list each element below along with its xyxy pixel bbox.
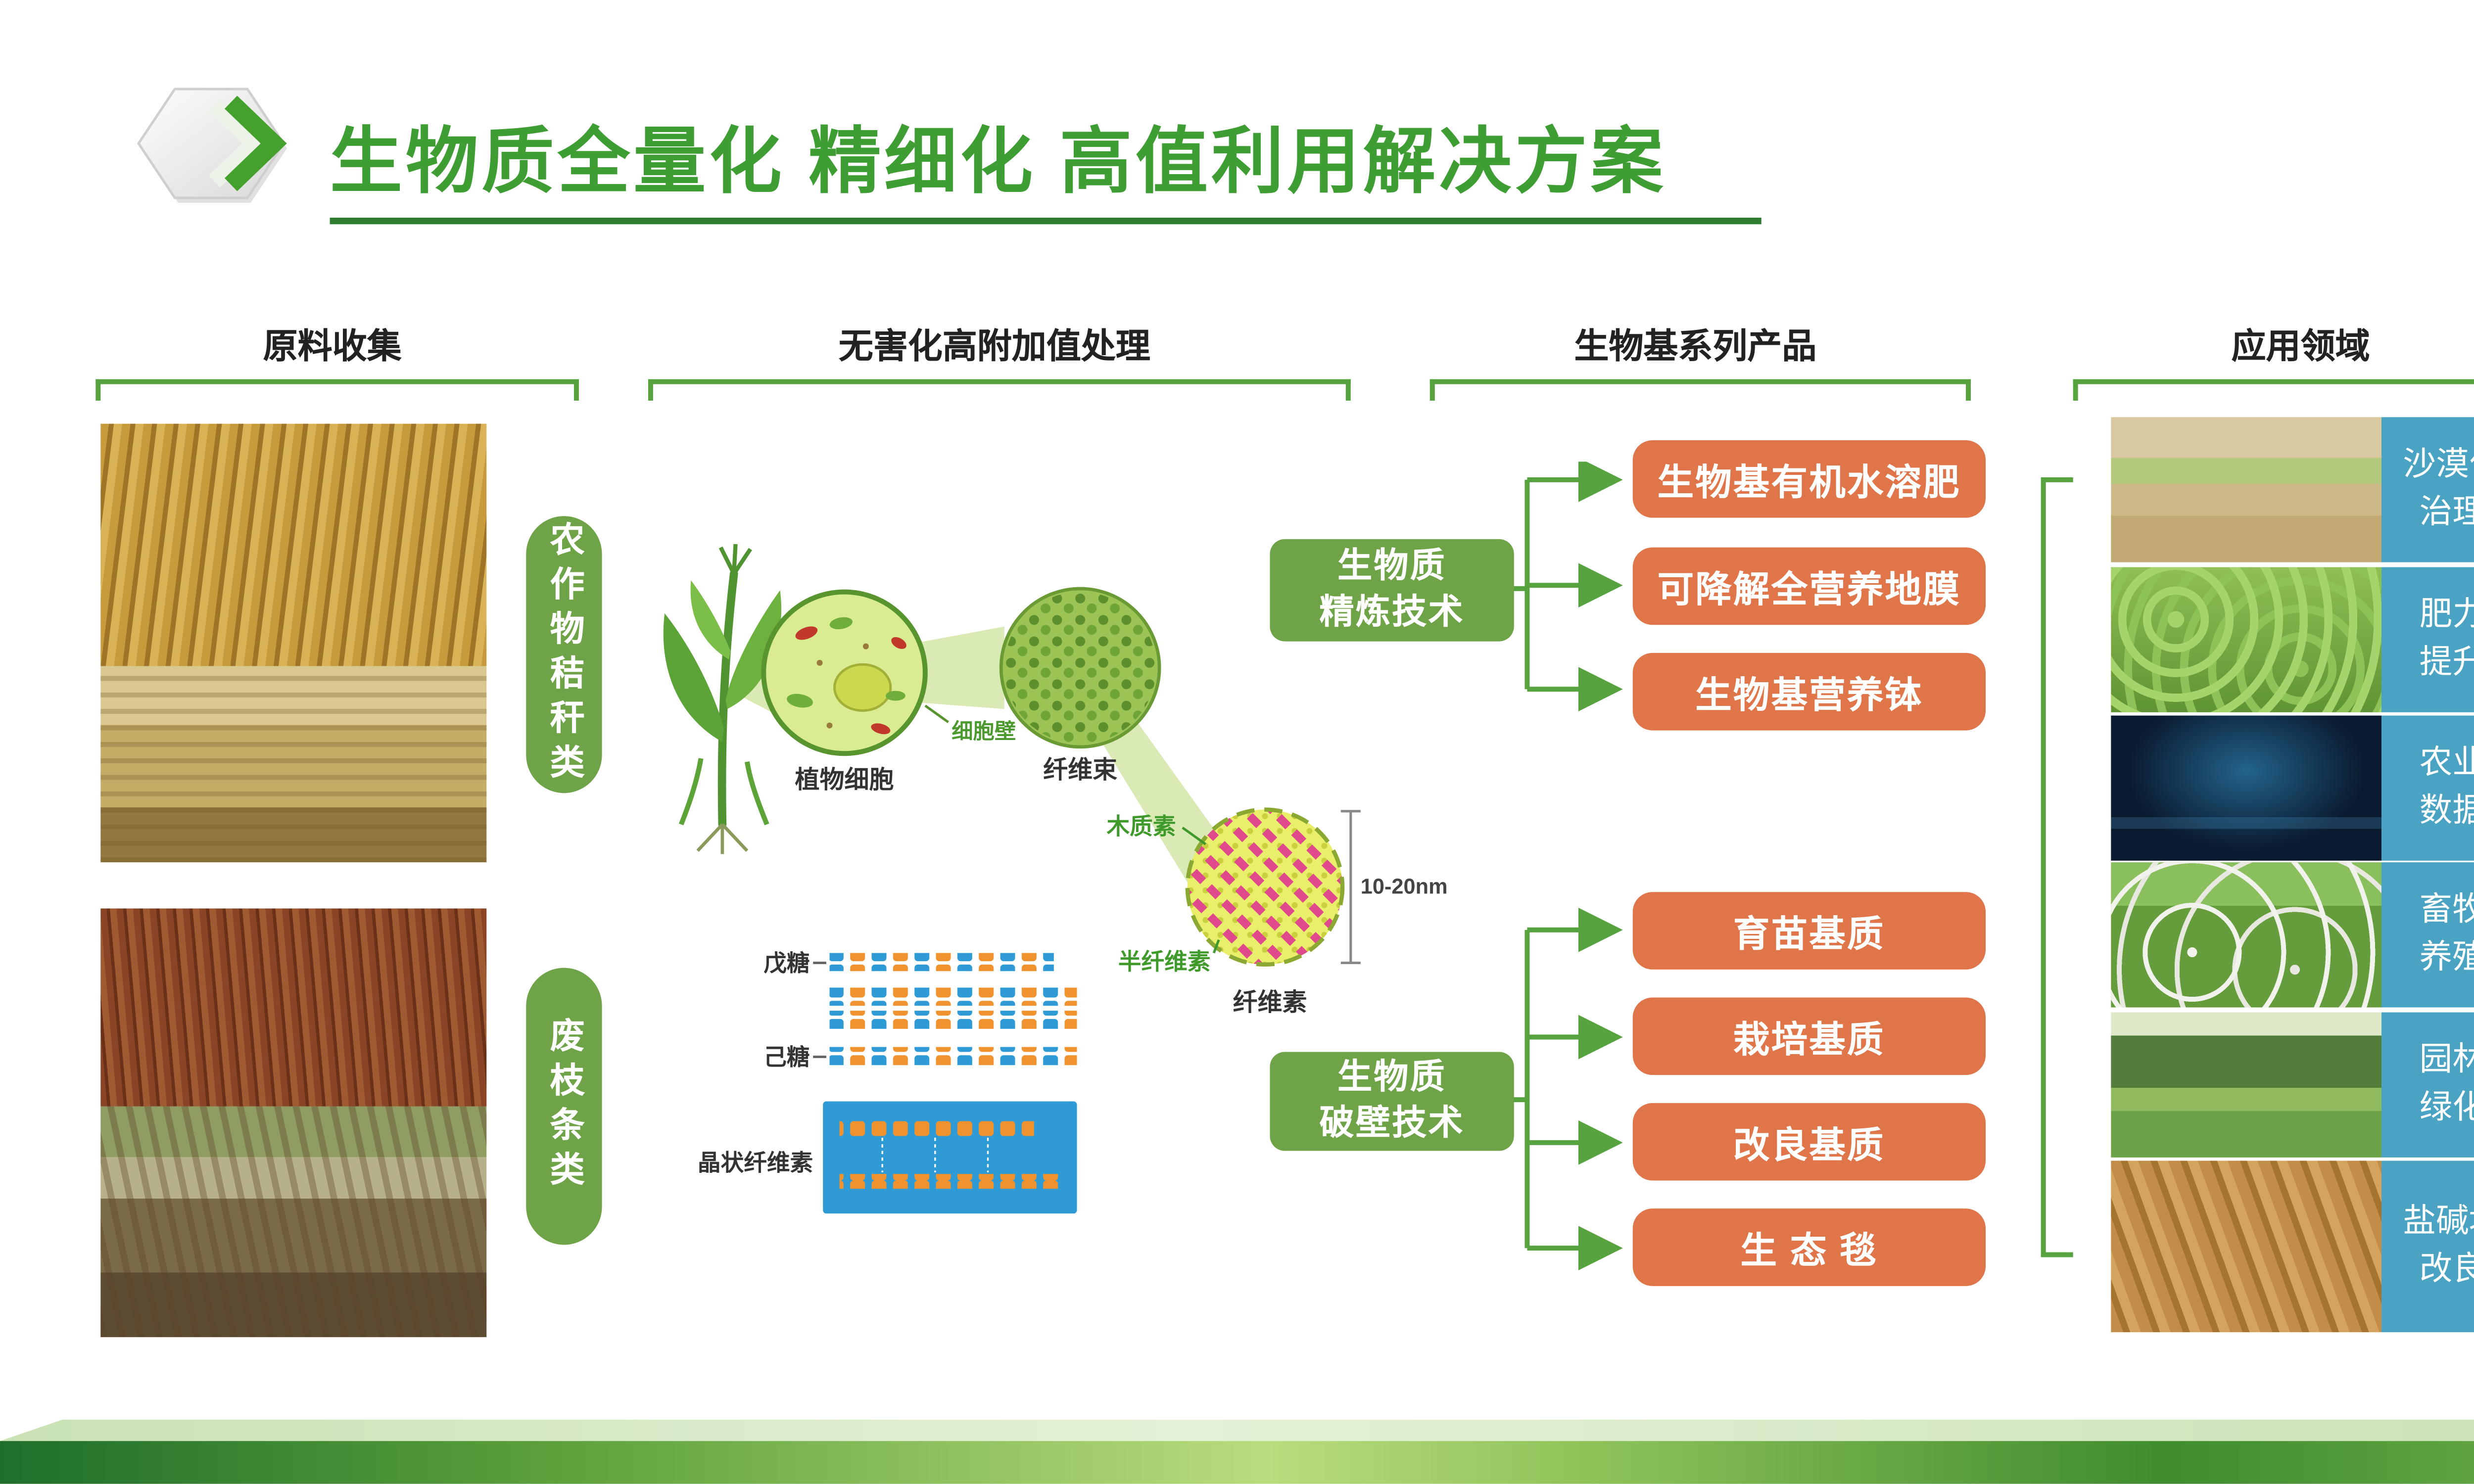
tech-box-refining-line2: 精炼技术 — [1319, 593, 1465, 632]
app-label-landscaping: 园林 绿化 — [2381, 1012, 2474, 1158]
app-row-agri-data: 农业 数据 — [2111, 715, 2474, 861]
photo-agriculture-data — [2111, 715, 2381, 861]
app-row-fertility: 肥力 提升 — [2111, 567, 2474, 712]
app-label-livestock: 畜牧 养殖 — [2381, 862, 2474, 1008]
footer-bar — [0, 1441, 2474, 1484]
photo-corn-stalks — [100, 423, 487, 666]
plant-cell-diagram — [761, 589, 928, 756]
slide-title: 生物质全量化 精细化 高值利用解决方案 — [330, 122, 1666, 203]
sugar-chain-row-4 — [829, 1047, 1077, 1066]
beam-bundle-to-fibril — [1093, 702, 1216, 890]
footer-ribbon — [0, 1420, 2474, 1441]
app-row-landscaping: 园林 绿化 — [2111, 1012, 2474, 1158]
crystalline-cellulose-label: 晶状纤维素 — [698, 1150, 813, 1176]
photo-saline-land-improvement — [2111, 1160, 2381, 1333]
photo-orchard-pruning — [100, 1106, 487, 1338]
diameter-measure — [1340, 810, 1361, 965]
processing-diagram: 细胞壁 植物细胞 纤维束 — [663, 544, 1448, 1214]
category-waste-branches: 废枝条类 — [526, 968, 602, 1245]
fiber-bundle-label: 纤维束 — [1043, 756, 1117, 784]
tech-box-refining-line1: 生物质 — [1337, 547, 1447, 585]
tech-box-wall-breaking-line1: 生物质 — [1337, 1058, 1447, 1096]
photo-garden-greening — [2111, 1012, 2381, 1158]
tech-box-wall-breaking: 生物质 破壁技术 — [1270, 1052, 1514, 1151]
product-connectors — [1501, 462, 1623, 1271]
fiber-bundle-diagram — [999, 587, 1161, 749]
cellulose-label: 纤维素 — [1233, 988, 1307, 1016]
hemicellulose-pointer — [1212, 939, 1220, 954]
photo-desertification-control — [2111, 417, 2381, 562]
lignin-pointer — [1182, 827, 1206, 845]
product-cultivation-substrate: 栽培基质 — [1632, 997, 1986, 1075]
product-improvement-substrate: 改良基质 — [1632, 1103, 1986, 1181]
app-label-desertification: 沙漠化 治理 — [2381, 417, 2474, 562]
category-waste-branches-label: 废枝条类 — [546, 1017, 584, 1196]
title-underline — [330, 217, 1761, 225]
hexose-label: 己糖 — [763, 1044, 809, 1070]
app-label-saline-soil: 盐碱地 改良 — [2381, 1160, 2474, 1333]
photo-straw-bales — [100, 666, 487, 863]
app-row-livestock: 畜牧 养殖 — [2111, 862, 2474, 1008]
sugar-chain-row-3 — [829, 1011, 1077, 1029]
app-row-desertification: 沙漠化 治理 — [2111, 417, 2474, 562]
bracket-applications — [2073, 379, 2474, 401]
applications-bracket — [2041, 477, 2073, 1257]
plant-cell-label: 植物细胞 — [795, 766, 894, 793]
cell-wall-label: 细胞壁 — [952, 720, 1016, 743]
app-label-agri-data: 农业 数据 — [2381, 715, 2474, 861]
beam-cell-to-bundle — [915, 626, 1004, 709]
bracket-collection — [95, 379, 579, 401]
app-label-fertility: 肥力 提升 — [2381, 567, 2474, 712]
lignin-label: 木质素 — [1107, 814, 1176, 839]
photo-fertility-improvement — [2111, 567, 2381, 712]
diameter-label: 10-20nm — [1361, 875, 1448, 899]
product-eco-blanket: 生 态 毯 — [1632, 1208, 1986, 1286]
section-header-collection: 原料收集 — [263, 328, 402, 366]
section-header-applications: 应用领域 — [2231, 328, 2370, 366]
section-header-processing: 无害化高附加值处理 — [838, 328, 1150, 366]
photo-red-twigs — [100, 908, 487, 1107]
app-row-saline-soil: 盐碱地 改良 — [2111, 1160, 2474, 1333]
photo-livestock-breeding — [2111, 862, 2381, 1008]
section-header-products: 生物基系列产品 — [1574, 328, 1817, 366]
bracket-processing — [648, 379, 1351, 401]
cell-wall-pointer — [924, 704, 949, 723]
hemicellulose-label: 半纤维素 — [1118, 949, 1211, 974]
crystalline-cellulose-diagram — [823, 1101, 1077, 1214]
product-seedling-substrate: 育苗基质 — [1632, 892, 1986, 970]
sugar-chain-row-1 — [829, 953, 1054, 972]
category-crop-straw-label: 农作物秸秆类 — [546, 521, 584, 788]
pentose-label: 戊糖 — [763, 950, 809, 976]
product-water-soluble-fertilizer: 生物基有机水溶肥 — [1632, 440, 1986, 518]
product-degradable-mulch-film: 可降解全营养地膜 — [1632, 547, 1986, 625]
bracket-products — [1429, 379, 1971, 401]
tech-box-wall-breaking-line2: 破壁技术 — [1319, 1105, 1465, 1143]
sugar-chain-row-2 — [829, 987, 1077, 1006]
title-hexagon-icon — [137, 88, 287, 203]
tech-box-refining: 生物质 精炼技术 — [1270, 539, 1514, 642]
product-nutrient-pot: 生物基营养钵 — [1632, 652, 1986, 731]
microfibril-diagram — [1185, 807, 1345, 967]
plant-illustration — [663, 544, 782, 854]
category-crop-straw: 农作物秸秆类 — [526, 516, 602, 793]
